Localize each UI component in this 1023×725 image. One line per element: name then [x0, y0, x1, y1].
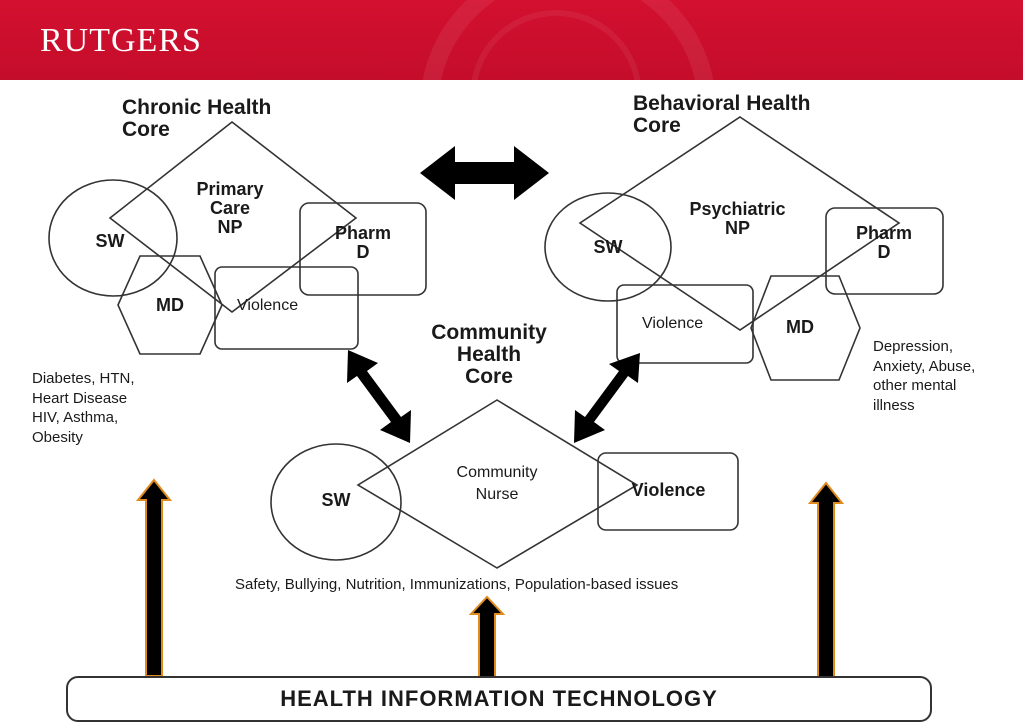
- behavioral-core-title: Behavioral Health Core: [633, 92, 811, 138]
- community-sw-circle: [270, 443, 402, 561]
- behavioral-md-hexagon: [750, 275, 861, 381]
- chronic-sw-label: SW: [95, 231, 125, 251]
- community-core-title: Community Health Core: [431, 321, 547, 389]
- behavioral-md-label: MD: [786, 317, 814, 337]
- behavioral-sw-label: SW: [593, 237, 623, 257]
- double-arrow-right-diagonal: [574, 353, 640, 443]
- community-nurse-label: Community Nurse: [456, 464, 538, 503]
- health-information-technology-bar: HEALTH INFORMATION TECHNOLOGY: [66, 676, 932, 722]
- up-arrow-right: [807, 481, 845, 681]
- community-violence-label: Violence: [631, 480, 706, 500]
- chronic-core-title: Chronic Health Core: [122, 96, 272, 142]
- rutgers-logo: RUTGERS: [40, 22, 202, 59]
- double-arrow-horizontal: [420, 146, 549, 200]
- behavioral-sw-circle: [544, 192, 672, 302]
- behavioral-psych-diamond: [578, 116, 901, 331]
- double-arrow-left-diagonal: [347, 350, 411, 443]
- header-banner: RUTGERS: [0, 0, 1023, 80]
- community-nurse-diamond: [356, 399, 639, 569]
- community-violence-box: [597, 452, 739, 531]
- community-issues: Safety, Bullying, Nutrition, Immunizatio…: [235, 576, 679, 593]
- chronic-pharmd-label: Pharm D: [334, 223, 392, 262]
- chronic-pharmd-box: [299, 202, 427, 296]
- chronic-conditions: Diabetes, HTN, Heart Disease HIV, Asthma…: [32, 370, 135, 446]
- behavioral-violence-label: Violence: [642, 315, 704, 332]
- up-arrow-left: [135, 478, 173, 677]
- chronic-md-label: MD: [156, 295, 184, 315]
- up-arrow-middle: [468, 595, 506, 683]
- community-sw-label: SW: [321, 490, 351, 510]
- behavioral-pharmd-box: [825, 207, 944, 295]
- behavioral-pharmd-label: Pharm D: [855, 223, 913, 262]
- chronic-violence-label: Violence: [237, 297, 299, 314]
- chronic-violence-box: [214, 266, 359, 350]
- chronic-primary-label: Primary Care NP: [196, 179, 264, 237]
- chronic-sw-circle: [48, 179, 178, 297]
- behavioral-conditions: Depression, Anxiety, Abuse, other mental…: [873, 338, 976, 414]
- behavioral-psych-label: Psychiatric NP: [689, 199, 786, 238]
- chronic-primary-diamond: [108, 120, 358, 314]
